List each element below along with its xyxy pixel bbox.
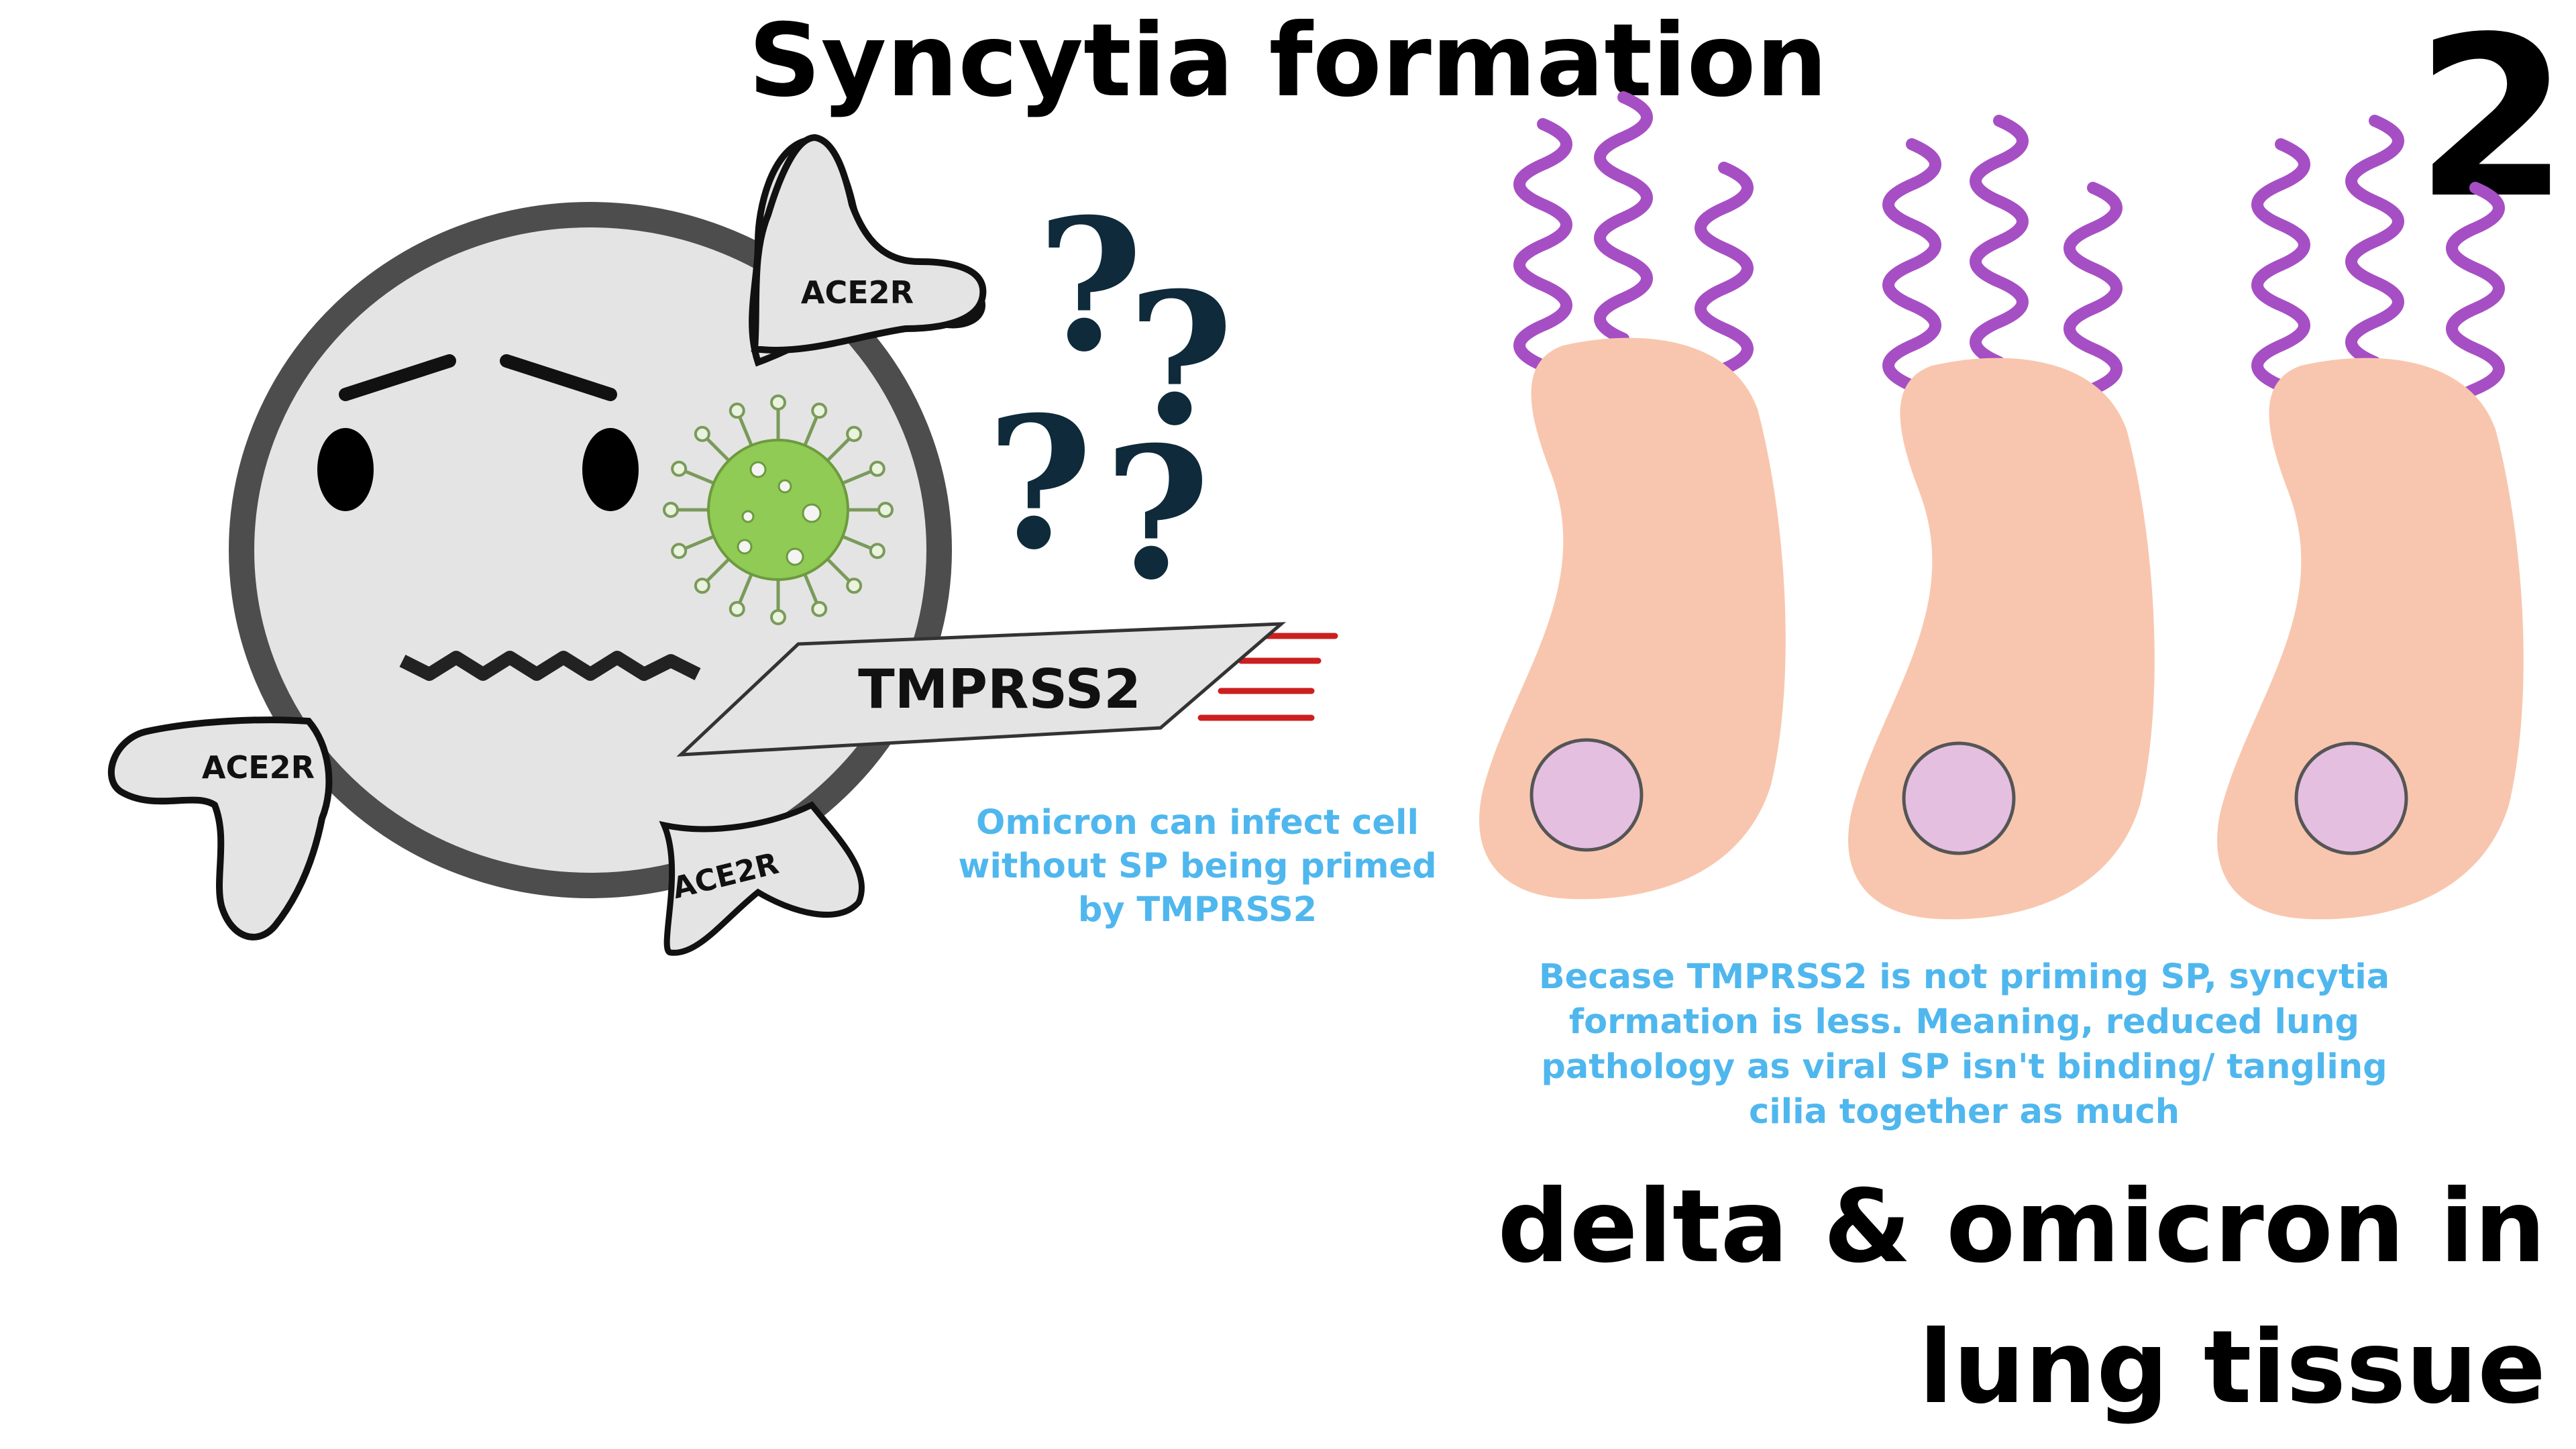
tissue-cell xyxy=(2217,358,2524,920)
syncytia-note: Becase TMPRSS2 is not priming SP, syncyt… xyxy=(1539,957,2390,1132)
virus-spike-tip xyxy=(729,600,745,617)
virus-spot xyxy=(802,503,822,523)
question-mark: ? xyxy=(987,376,1093,590)
left-eyebrow xyxy=(339,354,456,401)
virus-spot xyxy=(749,461,767,478)
heading-line: lung tissue xyxy=(1919,1309,2546,1426)
note-line: without SP being primed xyxy=(958,847,1436,886)
cilium xyxy=(1513,118,1572,372)
note-line: cilia together as much xyxy=(1749,1092,2180,1132)
virus-spot xyxy=(786,547,804,566)
cilium xyxy=(1882,138,1941,392)
question-mark: ? xyxy=(1128,252,1234,466)
virus-spike-tip xyxy=(770,394,786,411)
virus-spike-tip xyxy=(694,578,710,594)
virus-spike-tip xyxy=(729,402,745,419)
note-line: Becase TMPRSS2 is not priming SP, syncyt… xyxy=(1539,957,2390,997)
virus-spike-tip xyxy=(846,425,863,442)
cilium xyxy=(2251,138,2310,392)
virus-spike-tip xyxy=(671,460,688,477)
note-line: formation is less. Meaning, reduced lung xyxy=(1569,1002,2359,1042)
virus-spike-tip xyxy=(694,425,710,442)
lung-tissue xyxy=(1479,91,2524,920)
receptor-top-label: ACE2R xyxy=(801,274,914,311)
cilium xyxy=(2446,182,2505,435)
receptor-bottom xyxy=(659,801,865,956)
virus-spike-tip xyxy=(811,600,828,617)
cilium xyxy=(1594,91,1653,345)
note-line: by TMPRSS2 xyxy=(1078,890,1317,930)
protease-red-lines xyxy=(1197,633,1338,721)
note-line: Omicron can infect cell xyxy=(976,803,1419,843)
infected-cell-group: ACE2R ACE2R ACE2R TMPRSS2 xyxy=(107,133,1338,956)
virus-spike-tip xyxy=(811,402,828,419)
virus-particle xyxy=(663,394,894,625)
virus-spot xyxy=(777,479,792,494)
left-eye xyxy=(317,428,374,511)
nucleus xyxy=(1902,741,2016,855)
receptor-left-label: ACE2R xyxy=(202,749,315,786)
heading-line: delta & omicron in xyxy=(1497,1169,2546,1285)
infection-note: Omicron can infect cell without SP being… xyxy=(958,803,1436,930)
question-mark: ? xyxy=(1037,178,1143,392)
right-eyebrow xyxy=(500,354,617,401)
right-eye xyxy=(582,428,639,511)
virus-spot xyxy=(741,510,755,523)
note-line: pathology as viral SP isn't binding/ tan… xyxy=(1541,1047,2387,1087)
virus-spot xyxy=(737,539,753,555)
cilium xyxy=(2345,115,2404,368)
receptor-left xyxy=(107,716,333,941)
cilia xyxy=(1513,91,2505,435)
wavy-mouth xyxy=(399,651,701,681)
tissue-cell xyxy=(1479,337,1786,900)
diagram-title: Syncytia formation xyxy=(749,3,1828,119)
question-marks: ? ? ? ? xyxy=(987,178,1234,620)
virus-spike-tip xyxy=(663,502,679,518)
cilium xyxy=(1970,115,2029,368)
nucleus xyxy=(2294,741,2408,855)
virus-spike-tip xyxy=(846,578,863,594)
nucleus xyxy=(1529,738,1644,852)
virus-spike-tip xyxy=(869,460,885,477)
virus-spike-tip xyxy=(869,543,885,559)
question-mark: ? xyxy=(1104,407,1210,620)
virus-body xyxy=(707,439,849,581)
tissue-heading: delta & omicron in lung tissue xyxy=(1497,1169,2546,1426)
virus-spike-tip xyxy=(877,502,894,518)
tmprss2-blade xyxy=(676,622,1287,757)
virus-spike-tip xyxy=(770,609,786,625)
tissue-cell xyxy=(1848,358,2155,920)
receptor-top-shape xyxy=(751,133,987,354)
tmprss2-label: TMPRSS2 xyxy=(858,658,1141,720)
virus-spikes xyxy=(663,394,894,625)
virus-spike-tip xyxy=(671,543,688,559)
panel-number: 2 xyxy=(2415,0,2569,247)
